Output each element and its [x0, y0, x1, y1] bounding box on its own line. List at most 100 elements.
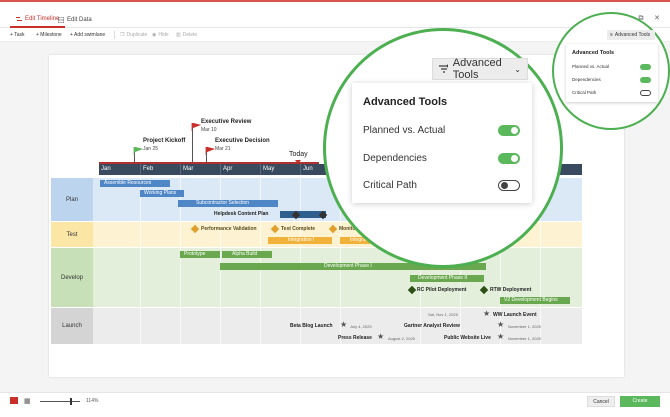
- chevron-down-icon: ⌄: [514, 64, 521, 74]
- table-icon: [57, 16, 65, 24]
- tab-edit-timeline[interactable]: Edit Timeline: [10, 12, 66, 28]
- lane-label-test[interactable]: Test: [51, 222, 93, 247]
- toggle-planned-vs-actual[interactable]: [498, 125, 520, 136]
- month-label: Feb: [140, 164, 180, 175]
- timeline-icon: [16, 16, 22, 22]
- milestone-title: Executive Review: [201, 119, 252, 125]
- grid-line: [180, 178, 181, 344]
- task-bar[interactable]: Assemble Resources: [100, 180, 170, 187]
- zoom-slider[interactable]: [40, 401, 80, 402]
- popout-icon[interactable]: ⧉: [638, 15, 644, 22]
- grid-line: [540, 178, 541, 344]
- tab-label: Edit Data: [67, 17, 92, 23]
- grid-line: [260, 178, 261, 344]
- milestone-label: Beta Blog Launch: [290, 323, 333, 329]
- star-icon[interactable]: ★: [377, 332, 385, 341]
- milestone-date: July 4, 2025: [350, 324, 372, 329]
- grid-line: [220, 178, 221, 344]
- month-label: May: [260, 164, 300, 175]
- task-bar[interactable]: Prototype: [180, 251, 220, 258]
- lane-label-launch[interactable]: Launch: [51, 308, 93, 344]
- top-tab-bar: [0, 0, 670, 28]
- task-label: Helpdesk Content Plan: [214, 211, 269, 217]
- add-task-button[interactable]: + Task: [10, 32, 25, 38]
- trash-icon: ▥: [176, 32, 181, 38]
- grid-line: [140, 178, 141, 344]
- month-label: Apr: [220, 164, 260, 175]
- milestone-date: November 1, 2025: [508, 336, 541, 341]
- grid-line: [340, 178, 341, 344]
- toolbar: [0, 28, 670, 42]
- slide-view-icon[interactable]: [10, 397, 18, 404]
- panel-title: Advanced Tools: [363, 96, 448, 108]
- task-bar[interactable]: V2 Development Begins: [500, 297, 570, 304]
- zoom-slider-handle[interactable]: [70, 398, 72, 405]
- lane-label-plan[interactable]: Plan: [51, 178, 93, 221]
- option-label: Critical Path: [363, 180, 417, 191]
- milestone-title: Executive Decision: [215, 138, 270, 144]
- flag-icon: [205, 142, 216, 160]
- lane-label-develop[interactable]: Develop: [51, 248, 93, 307]
- milestone-date: November 1, 2025: [508, 324, 541, 329]
- task-bar[interactable]: Alpha Build: [222, 251, 272, 258]
- milestone-stem: [134, 148, 135, 164]
- milestone-label: Public Website Live: [444, 335, 491, 341]
- add-milestone-button[interactable]: + Milestone: [36, 32, 62, 38]
- grid-line: [300, 178, 301, 344]
- today-label: Today: [289, 151, 308, 158]
- star-icon[interactable]: ★: [340, 320, 348, 329]
- toggle-knob: [511, 127, 518, 134]
- close-icon[interactable]: ✕: [654, 15, 660, 22]
- cancel-button[interactable]: Cancel: [587, 396, 615, 407]
- task-bar[interactable]: Development Phase II: [410, 275, 484, 282]
- option-label: Planned vs. Actual: [363, 125, 446, 136]
- task-bar[interactable]: Integration I: [268, 237, 332, 244]
- duplicate-button[interactable]: ❐Duplicate: [120, 32, 148, 38]
- grid-line: [500, 178, 501, 344]
- eye-icon: ◉: [152, 32, 157, 38]
- milestone-date: Sat, Nov 1, 2025: [428, 312, 458, 317]
- advanced-tools-button-small[interactable]: ≡ Advanced Tools: [607, 30, 655, 40]
- month-label: Mar: [180, 164, 220, 175]
- milestone-label: Performance Validation: [201, 226, 257, 232]
- filter-icon: [439, 64, 448, 73]
- milestone-stem: [192, 124, 193, 164]
- toggle-dependencies[interactable]: [498, 153, 520, 164]
- star-icon[interactable]: ★: [483, 309, 491, 318]
- toggle-planned-vs-actual-small[interactable]: [640, 64, 651, 70]
- toggle-dependencies-small[interactable]: [640, 77, 651, 83]
- task-bar[interactable]: Development Phase I: [220, 263, 486, 270]
- grid-view-icon[interactable]: ▦: [24, 398, 31, 405]
- flag-icon: [191, 118, 202, 136]
- bottom-bar: [0, 392, 670, 417]
- toggle-critical-path[interactable]: [498, 180, 520, 191]
- panel-title: Advanced Tools: [572, 50, 615, 56]
- zoom-level: 114%: [86, 398, 99, 404]
- star-icon[interactable]: ★: [497, 320, 505, 329]
- task-bar[interactable]: Working Plans: [140, 190, 184, 197]
- top-accent-line: [0, 0, 670, 2]
- elapsed-bar: [99, 162, 319, 165]
- milestone-date: August 2, 2025: [388, 336, 415, 341]
- create-button[interactable]: Create: [620, 396, 660, 407]
- option-label: Dependencies: [363, 153, 427, 164]
- milestone-label: Monito: [339, 226, 356, 232]
- milestone-date: Jan 25: [143, 146, 159, 152]
- option-label: Critical Path: [572, 90, 597, 95]
- star-icon[interactable]: ★: [497, 332, 505, 341]
- month-label: Jan: [101, 166, 111, 172]
- tab-edit-data[interactable]: Edit Data: [52, 12, 98, 28]
- milestone-label: Test Complete: [281, 226, 316, 232]
- option-label: Planned vs. Actual: [572, 64, 610, 69]
- task-bar[interactable]: Subcontractor Selection: [178, 200, 278, 207]
- hide-button[interactable]: ◉Hide: [152, 32, 169, 38]
- toggle-critical-path-small[interactable]: [640, 90, 651, 96]
- option-label: Dependencies: [572, 77, 601, 82]
- advanced-tools-button[interactable]: Advanced Tools ⌄: [432, 57, 528, 81]
- milestone-date: Mar 10: [201, 127, 217, 133]
- add-swimlane-button[interactable]: + Add swimlane: [70, 32, 106, 38]
- delete-button[interactable]: ▥Delete: [176, 32, 198, 38]
- task-bar-helpdesk[interactable]: [280, 211, 326, 218]
- task-bar[interactable]: Integra: [340, 237, 370, 244]
- duplicate-icon: ❐: [120, 32, 125, 38]
